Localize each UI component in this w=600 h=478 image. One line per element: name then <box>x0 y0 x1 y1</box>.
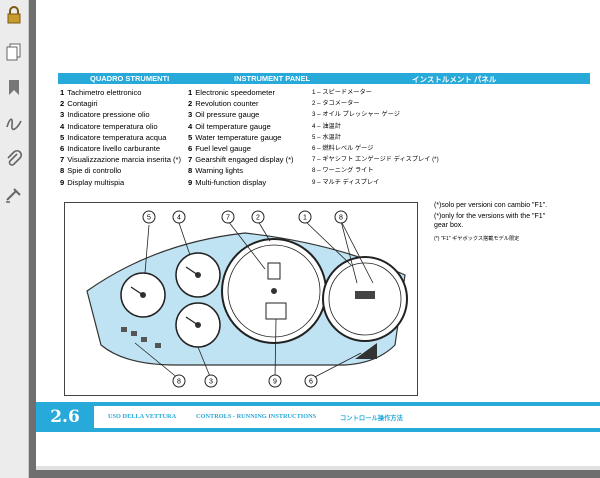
oil-temperature-gauge <box>175 252 221 298</box>
list-item: 7 – ギヤシフト エンゲージド ディスプレイ (*) <box>312 156 439 164</box>
footer-section-english: CONTROLS - RUNNING INSTRUCTIONS <box>196 413 317 420</box>
note-italian: (*)solo per versioni con cambio "F1". <box>434 202 548 209</box>
callout-label: 3 <box>209 379 213 386</box>
attachment-icon[interactable] <box>3 148 25 170</box>
callout-label: 2 <box>256 215 260 222</box>
tools-icon[interactable] <box>3 184 25 206</box>
warning-lights <box>121 327 161 348</box>
header-japanese: インストルメント パネル <box>412 75 497 84</box>
footer-section-italian: USO DELLA VETTURA <box>108 413 177 420</box>
callout-label: 8 <box>177 379 181 386</box>
list-item: 6 – 燃料レベル ゲージ <box>312 144 374 152</box>
list-item: 5 – 水温計 <box>312 133 341 141</box>
oil-pressure-gauge <box>175 302 221 348</box>
revolution-counter <box>221 238 327 344</box>
fuel-level-gauge <box>355 343 377 359</box>
header-italian: QUADRO STRUMENTI <box>90 74 170 83</box>
callout-label: 6 <box>309 379 313 386</box>
instrument-panel-figure: 5 4 7 2 1 8 8 3 9 6 <box>64 202 418 396</box>
page-footer: 2.6 USO DELLA VETTURA CONTROLS - RUNNING… <box>36 402 600 432</box>
sidebar-toolbar <box>0 0 29 478</box>
list-item: 8 – ワーニング ライト <box>312 167 374 175</box>
footer-section-japanese: コントロール操作方法 <box>340 415 403 422</box>
callout-label: 8 <box>339 215 343 222</box>
electronic-speedometer <box>322 256 408 342</box>
page-edge <box>36 466 600 470</box>
water-temperature-gauge <box>120 272 166 318</box>
lock-icon[interactable] <box>3 4 25 26</box>
note-japanese: (*) "F1" ギヤボックス搭載モデル限定 <box>434 236 520 242</box>
callout-label: 7 <box>226 215 230 222</box>
note-english-2: gear box. <box>434 222 464 229</box>
footer-strip <box>94 406 600 428</box>
pages-icon[interactable] <box>3 40 25 62</box>
list-item: 9 – マルチ ディスプレイ <box>312 178 380 186</box>
callout-label: 9 <box>273 379 277 386</box>
callout-label: 5 <box>147 215 151 222</box>
callout-label: 1 <box>303 215 307 222</box>
bookmark-icon[interactable] <box>3 76 25 98</box>
header-english: INSTRUMENT PANEL <box>234 74 311 83</box>
signature-icon[interactable] <box>3 112 25 134</box>
list-item: 4 – 油温計 <box>312 122 341 130</box>
list-japanese: 1 – スピードメーター 2 – タコメーター 3 – オイル プレッシャー ゲ… <box>312 87 439 188</box>
list-item: 3 – オイル プレッシャー ゲージ <box>312 111 400 119</box>
list-item: 2 – タコメーター <box>312 100 360 108</box>
note-english-1: (*)only for the versions with the "F1" <box>434 213 546 220</box>
page-number: 2.6 <box>36 404 94 430</box>
callout-label: 4 <box>177 215 181 222</box>
list-item: 1 – スピードメーター <box>312 89 372 96</box>
document-page: QUADRO STRUMENTI INSTRUMENT PANEL インストルメ… <box>36 0 600 470</box>
section-header-bar: QUADRO STRUMENTI INSTRUMENT PANEL インストルメ… <box>58 73 590 84</box>
